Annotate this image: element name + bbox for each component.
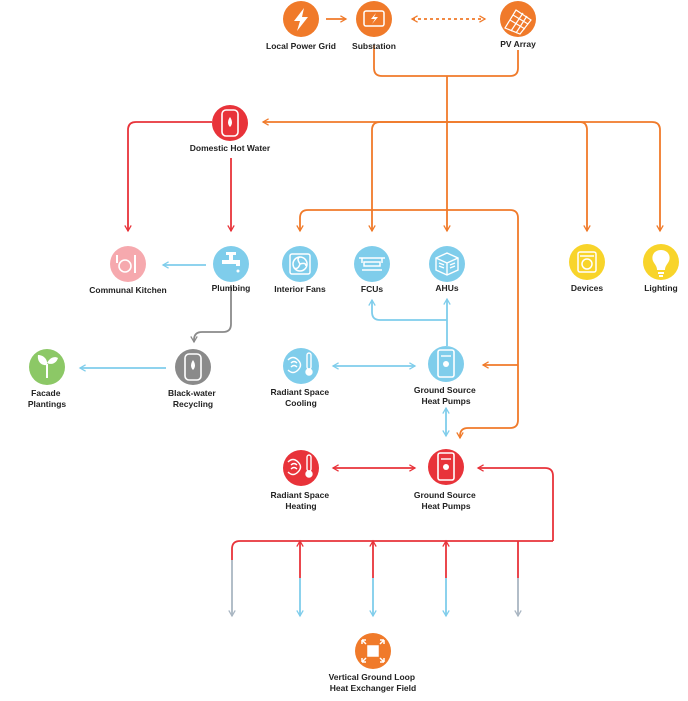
node-label-line-1: Ground Source bbox=[414, 385, 476, 395]
node-pv-array: PV Array bbox=[500, 1, 536, 49]
svg-text:Devices: Devices bbox=[571, 283, 603, 293]
svg-text:Plumbing: Plumbing bbox=[212, 283, 251, 293]
node-ground-loop: Vertical Ground Loop Heat Exchanger Fiel… bbox=[329, 633, 418, 693]
svg-text:Interior Fans: Interior Fans bbox=[274, 284, 326, 294]
faucet-icon bbox=[222, 252, 240, 273]
node-plumbing: Plumbing bbox=[212, 246, 251, 293]
node-label-line-2: Recycling bbox=[173, 399, 213, 409]
svg-text:Facade Plantings: Facade Plantings bbox=[28, 388, 67, 409]
water-heater-icon bbox=[221, 109, 239, 137]
arrow-plumbing-to-blackwater bbox=[190, 285, 232, 344]
node-label: AHUs bbox=[435, 283, 458, 293]
node-label: Substation bbox=[352, 41, 396, 51]
node-communal-kitchen: Communal Kitchen bbox=[89, 246, 167, 295]
line-bus-to-interior-fans bbox=[296, 209, 447, 233]
svg-text:Lighting: Lighting bbox=[644, 283, 678, 293]
node-label-line-2: Heat Exchanger Field bbox=[330, 683, 416, 693]
node-label: Devices bbox=[571, 283, 603, 293]
node-label: Communal Kitchen bbox=[89, 285, 166, 295]
svg-text:Substation: Substation bbox=[352, 41, 396, 51]
node-fcus: FCUs bbox=[354, 246, 390, 294]
plant-icon bbox=[37, 355, 58, 378]
node-label-line-1: Ground Source bbox=[414, 490, 476, 500]
svg-text:Ground Source Heat Pumps: Ground Source Heat Pumps bbox=[414, 490, 478, 511]
substation-icon bbox=[363, 10, 385, 27]
node-local-power-grid: Local Power Grid bbox=[266, 1, 336, 51]
line-pv-down bbox=[447, 50, 519, 77]
radiant-cooling-icon bbox=[287, 352, 313, 376]
node-label-line-2: Heating bbox=[285, 501, 316, 511]
node-label: Domestic Hot Water bbox=[190, 143, 271, 153]
arrow-dhw-to-kitchen bbox=[124, 121, 212, 233]
node-gshp-cooling: Ground Source Heat Pumps bbox=[414, 346, 478, 406]
node-radiant-space-cooling: Radiant Space Cooling bbox=[271, 348, 332, 408]
node-label-line-1: Facade bbox=[31, 388, 61, 398]
node-label-line-2: Cooling bbox=[285, 398, 317, 408]
svg-text:AHUs: AHUs bbox=[435, 283, 458, 293]
node-label: PV Array bbox=[500, 39, 536, 49]
solar-panel-icon bbox=[504, 9, 532, 35]
node-lighting: Lighting bbox=[643, 244, 679, 293]
lightbulb-icon bbox=[652, 250, 670, 277]
node-interior-fans: Interior Fans bbox=[274, 246, 326, 294]
node-facade-plantings: Facade Plantings bbox=[28, 349, 67, 409]
node-gshp-heating: Ground Source Heat Pumps bbox=[414, 449, 478, 511]
lightning-icon bbox=[294, 8, 308, 31]
node-label: Lighting bbox=[644, 283, 678, 293]
svg-text:Domestic Hot Water: Domestic Hot Water bbox=[190, 143, 271, 153]
svg-text:Ground Source Heat Pumps: Ground Source Heat Pumps bbox=[414, 385, 478, 406]
node-label-line-1: Vertical Ground Loop bbox=[329, 672, 415, 682]
device-icon bbox=[577, 251, 597, 273]
node-label: Interior Fans bbox=[274, 284, 326, 294]
arrow-gshp-to-fcus bbox=[368, 298, 447, 321]
node-label: Plumbing bbox=[212, 283, 251, 293]
node-substation: Substation bbox=[352, 1, 396, 51]
ground-loop-icon bbox=[361, 639, 385, 663]
node-label-line-1: Radiant Space bbox=[271, 490, 330, 500]
svg-text:Vertical Ground Loop Hea: Vertical Ground Loop Heat Exchanger Fiel… bbox=[329, 672, 418, 693]
node-label-line-2: Heat Pumps bbox=[421, 501, 470, 511]
node-label-line-1: Radiant Space bbox=[271, 387, 330, 397]
ahu-icon bbox=[435, 252, 459, 276]
fcu-icon bbox=[359, 257, 385, 271]
svg-text:Local Power Grid: Local Power Grid bbox=[266, 41, 336, 51]
node-radiant-space-heating: Radiant Space Heating bbox=[271, 450, 332, 511]
fan-icon bbox=[289, 253, 311, 275]
connectors bbox=[78, 15, 664, 618]
line-bus-to-heat-pumps bbox=[447, 209, 519, 429]
line-ground-loop-header bbox=[231, 540, 553, 560]
node-domestic-hot-water: Domestic Hot Water bbox=[190, 105, 271, 153]
line-substation-down bbox=[373, 45, 447, 77]
svg-text:Radiant Space Heating: Radiant Space Heating bbox=[271, 490, 332, 511]
node-devices: Devices bbox=[569, 244, 605, 293]
arrow-loop-to-gshp-heating bbox=[476, 464, 554, 541]
node-blackwater-recycling: Black-water Recycling bbox=[168, 349, 218, 409]
node-ahus: AHUs bbox=[429, 246, 465, 293]
radiant-heating-icon bbox=[287, 454, 313, 478]
arrow-bus-to-fcus bbox=[368, 121, 447, 233]
svg-text:Black-water Recycling: Black-water Recycling bbox=[168, 388, 218, 409]
node-label-line-2: Plantings bbox=[28, 399, 67, 409]
svg-text:Communal Kitchen: Communal Kitchen bbox=[89, 285, 166, 295]
recycling-tank-icon bbox=[184, 353, 202, 381]
arrow-bus-to-lighting bbox=[447, 121, 664, 233]
svg-text:Radiant Space Cooling: Radiant Space Cooling bbox=[271, 387, 332, 408]
node-label-line-2: Heat Pumps bbox=[421, 396, 470, 406]
node-label: Local Power Grid bbox=[266, 41, 336, 51]
heat-pump-icon bbox=[437, 452, 455, 481]
node-label-line-1: Black-water bbox=[168, 388, 216, 398]
svg-text:PV Array: PV Array bbox=[500, 39, 536, 49]
heat-pump-icon bbox=[437, 349, 455, 378]
node-label: FCUs bbox=[361, 284, 383, 294]
kitchen-icon bbox=[116, 255, 136, 273]
svg-text:FCUs: FCUs bbox=[361, 284, 383, 294]
arrow-bus-to-gshp-heating bbox=[456, 427, 469, 440]
